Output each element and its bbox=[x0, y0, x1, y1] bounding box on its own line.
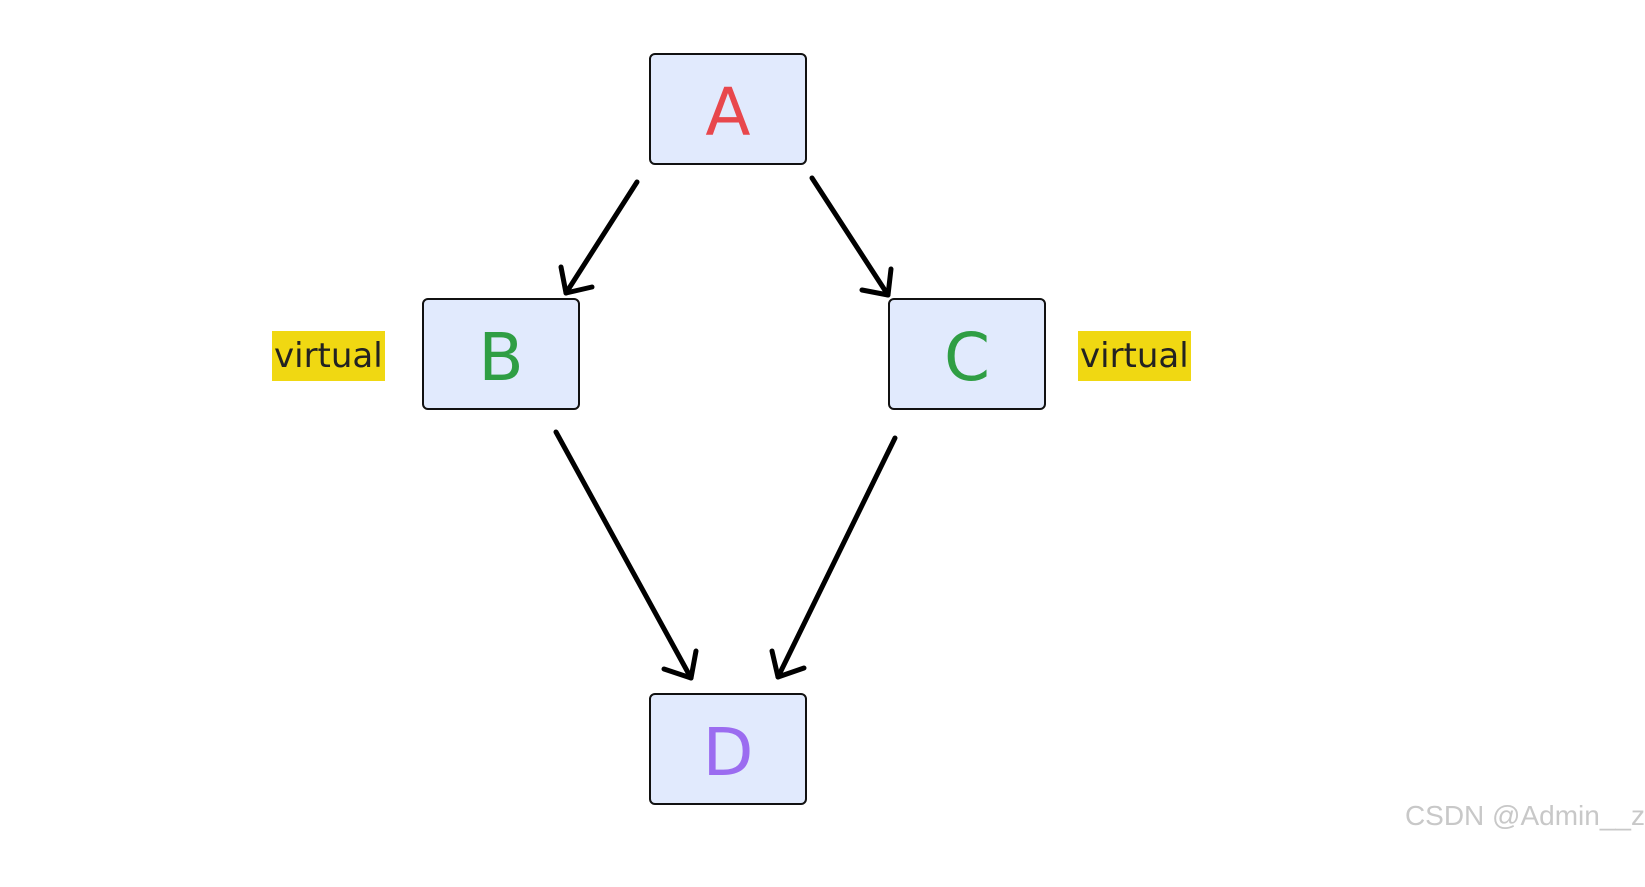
node-c: C bbox=[888, 298, 1046, 410]
node-a: A bbox=[649, 53, 807, 165]
node-a-label: A bbox=[705, 74, 751, 151]
edge-a-to-c bbox=[809, 175, 894, 298]
node-b-label: B bbox=[478, 319, 524, 396]
watermark: CSDN @Admin__z bbox=[1404, 800, 1645, 831]
virtual-tag-b: virtual bbox=[272, 331, 385, 381]
virtual-tag-c: virtual bbox=[1078, 331, 1191, 381]
node-d: D bbox=[649, 693, 807, 805]
node-c-label: C bbox=[943, 319, 991, 396]
node-d-label: D bbox=[702, 714, 754, 791]
node-b: B bbox=[422, 298, 580, 410]
edge-c-to-d bbox=[769, 435, 898, 680]
edge-b-to-d bbox=[553, 429, 699, 681]
edge-a-to-b bbox=[558, 179, 640, 296]
